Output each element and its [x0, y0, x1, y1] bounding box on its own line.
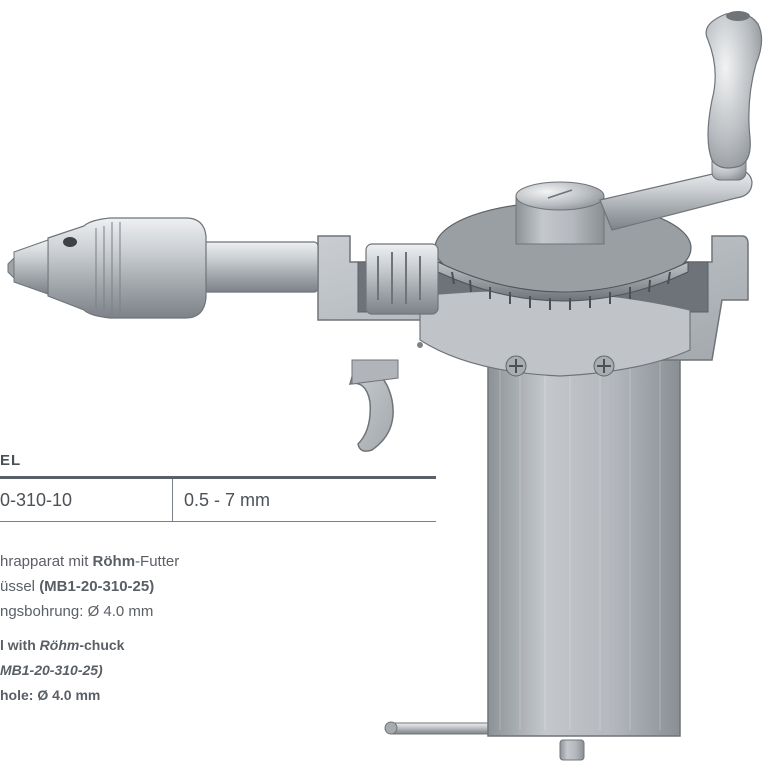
table-top-rule: [0, 476, 436, 479]
shaft: [189, 241, 319, 293]
desc-en-line-3: hole: Ø 4.0 mm: [0, 687, 101, 703]
section-heading: EL: [0, 452, 22, 469]
crank-knob: [705, 11, 763, 181]
description-english: l with Röhm-chuck MB1-20-310-25) hole: Ø…: [0, 633, 124, 708]
rohm-chuck: [7, 217, 207, 319]
article-code: 0-310-10: [0, 490, 73, 510]
cover-plate: [419, 289, 691, 377]
cell-divider: [172, 479, 173, 521]
desc-en-line-2: MB1-20-310-25): [0, 662, 103, 678]
trigger: [348, 368, 394, 452]
spec-row: 0-310-10 0.5 - 7 mm: [0, 479, 436, 521]
desc-de-line-2: üssel (MB1-20-310-25): [0, 578, 155, 595]
table-bottom-rule: [0, 521, 436, 522]
desc-de-line-1: hrapparat mit Röhm-Futter: [0, 553, 180, 570]
desc-en-line-1: l with Röhm-chuck: [0, 637, 125, 653]
description-german: hrapparat mit Röhm-Futter üssel (MB1-20-…: [0, 549, 179, 624]
desc-de-line-3: ngsbohrung: Ø 4.0 mm: [0, 603, 154, 620]
size-range: 0.5 - 7 mm: [184, 490, 271, 510]
